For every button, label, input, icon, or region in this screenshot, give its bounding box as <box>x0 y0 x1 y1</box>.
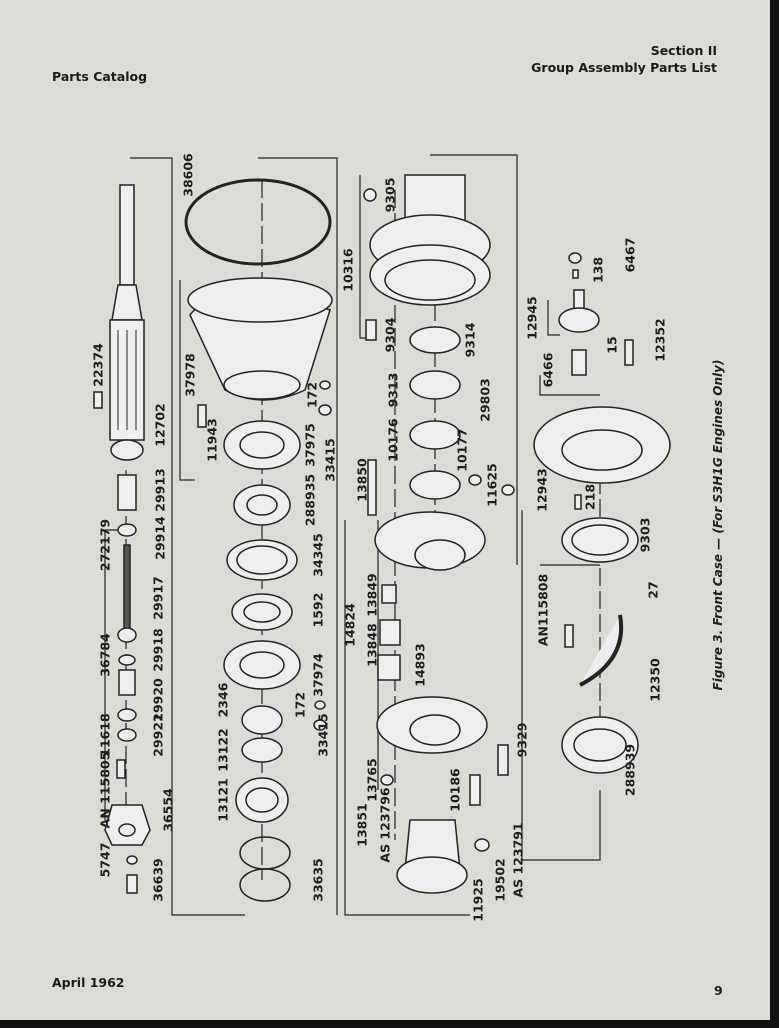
part-number-label: 11625 <box>484 463 500 507</box>
section-title: Group Assembly Parts List <box>531 60 717 75</box>
part-number-label: 34345 <box>310 533 326 577</box>
part-number-label: 13850 <box>354 458 370 502</box>
part-number-label: 14893 <box>412 643 428 687</box>
part-number-label: 13848 <box>364 623 380 667</box>
part-number-label: 138 <box>590 256 606 284</box>
part-number-label: 27 <box>645 581 661 599</box>
part-number-label: 29914 <box>152 516 168 560</box>
part-number-label: 172 <box>292 691 308 719</box>
part-number-label: 5747 <box>97 842 113 878</box>
part-number-label: 9329 <box>514 722 530 758</box>
part-number-label: 6467 <box>622 237 638 273</box>
part-number-label: 9304 <box>382 317 398 353</box>
part-number-label: 37974 <box>310 653 326 697</box>
part-number-label: 33415 <box>315 713 331 757</box>
part-number-label: 10177 <box>454 428 470 472</box>
figure-caption: Figure 3. Front Case — (For S3H1G Engine… <box>711 359 725 691</box>
part-number-label: 36639 <box>150 858 166 902</box>
part-number-label: 11618 <box>97 713 113 757</box>
part-number-label: AS 123796 <box>377 787 393 863</box>
part-number-label: 29921 <box>150 713 166 757</box>
part-number-label: 33415 <box>322 438 338 482</box>
part-number-label: 172 <box>304 381 320 409</box>
part-number-label: 38606 <box>180 153 196 197</box>
part-number-label: 13851 <box>354 803 370 847</box>
section-number: Section II <box>650 43 717 58</box>
part-number-label: 10176 <box>385 418 401 462</box>
part-number-label: 15 <box>604 336 620 354</box>
part-number-label: 37975 <box>302 423 318 467</box>
part-number-label: AN 115805 <box>97 751 113 829</box>
part-number-label: 36784 <box>97 633 113 677</box>
part-number-label: 9305 <box>382 177 398 213</box>
part-number-label: 1592 <box>310 592 326 628</box>
parts-column-4 <box>533 252 671 774</box>
footer-date: April 1962 <box>52 975 125 990</box>
part-number-label: 22374 <box>90 343 106 387</box>
part-number-label: 13849 <box>364 573 380 617</box>
parts-column-3 <box>363 174 515 894</box>
part-number-label: 10186 <box>447 768 463 812</box>
part-number-label: 37978 <box>182 353 198 397</box>
part-number-label: 13122 <box>215 728 231 772</box>
part-number-label: 33635 <box>310 858 326 902</box>
part-number-label: 36554 <box>160 788 176 832</box>
part-number-label: 12702 <box>152 403 168 447</box>
part-number-label: 218 <box>582 483 598 511</box>
part-number-label: 9313 <box>385 372 401 408</box>
part-number-label: 288935 <box>302 473 318 527</box>
part-number-label: 6466 <box>540 352 556 388</box>
part-number-label: 29917 <box>150 576 166 620</box>
main-shaft-part <box>109 184 145 461</box>
part-number-label: 19502 <box>492 858 508 902</box>
part-number-label: 9314 <box>462 322 478 358</box>
parts-column-2 <box>184 178 333 902</box>
page-number: 9 <box>714 983 723 998</box>
part-number-label: 288939 <box>622 743 638 797</box>
part-number-label: 10316 <box>340 248 356 292</box>
part-number-label: 12352 <box>652 318 668 362</box>
part-number-label: AN115808 <box>535 573 551 647</box>
part-number-label: 29918 <box>150 628 166 672</box>
part-number-label: 11943 <box>204 418 220 462</box>
part-number-label: 272179 <box>97 518 113 572</box>
part-number-label: 29913 <box>152 468 168 512</box>
part-number-label: 11925 <box>470 878 486 922</box>
catalog-title: Parts Catalog <box>52 69 148 84</box>
part-number-label: AS 123791 <box>510 822 526 898</box>
part-number-label: 13121 <box>215 778 231 822</box>
part-number-label: 9303 <box>637 517 653 553</box>
part-number-label: 12943 <box>534 468 550 512</box>
part-number-label: 14824 <box>342 603 358 647</box>
part-number-label: 12350 <box>647 658 663 702</box>
part-number-label: 12945 <box>524 296 540 340</box>
part-number-label: 2346 <box>215 682 231 718</box>
part-number-label: 29803 <box>477 378 493 422</box>
small-parts-column-1 <box>93 391 151 894</box>
